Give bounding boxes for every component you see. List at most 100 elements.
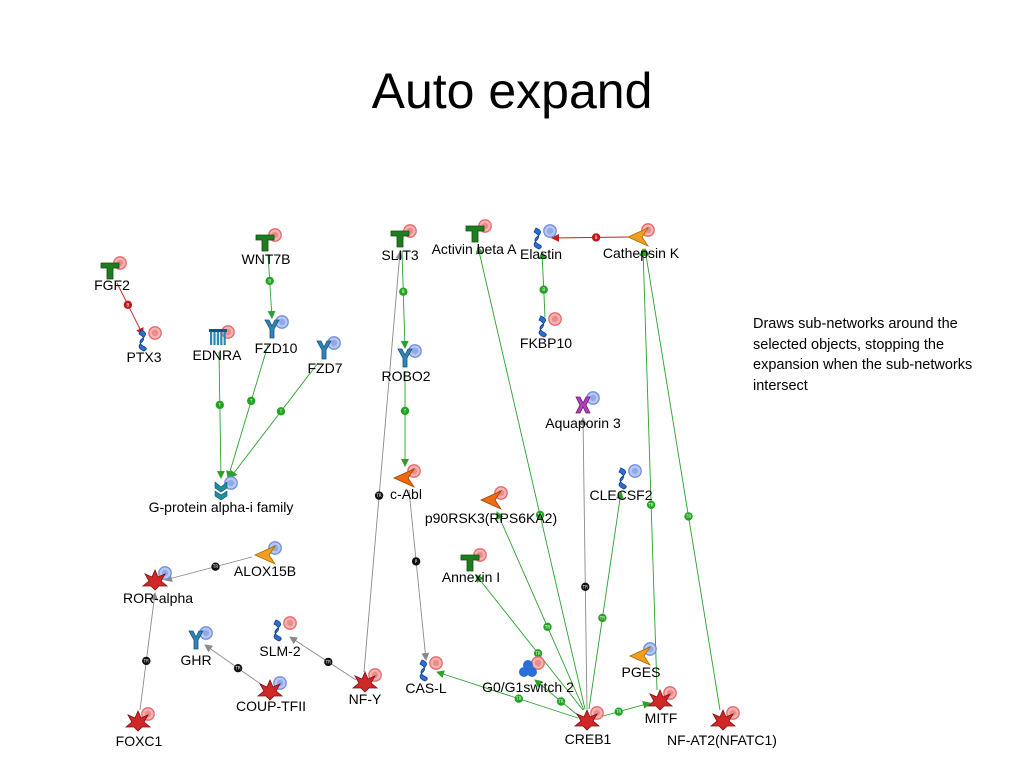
node-fkbp10[interactable]: FKBP10 <box>520 312 572 351</box>
edge-mechanism-label: TR <box>212 564 218 569</box>
node-label: Annexin I <box>442 569 500 585</box>
node-p90rsk[interactable]: p90RSK3(RPS6KA2) <box>425 486 557 526</box>
node-roralpha[interactable]: ROR-alpha <box>123 566 193 606</box>
node-label: c-Abl <box>390 486 422 502</box>
transcription-factor-icon <box>141 568 169 591</box>
node-annexin[interactable]: Annexin I <box>442 548 500 585</box>
receptor-icon <box>188 630 204 650</box>
node-alox15b[interactable]: ALOX15B <box>234 541 296 579</box>
edge-ednra-to-gprot[interactable]: T <box>215 351 225 479</box>
edge-mechanism-marker <box>374 491 384 500</box>
node-wnt7b[interactable]: WNT7B <box>242 228 291 267</box>
edge-mechanism-label: B <box>595 235 598 240</box>
node-ghr[interactable]: GHR <box>180 626 213 668</box>
node-label: NF-Y <box>349 691 382 707</box>
node-label: G0/G1switch 2 <box>482 679 574 695</box>
node-cathepsin[interactable]: Cathepsin K <box>603 223 680 261</box>
edge-creb1-to-activin[interactable]: TR <box>475 246 586 710</box>
edge-creb1-to-clecsf2[interactable]: TR <box>588 491 624 710</box>
edge-cathepsin-to-elastin[interactable]: B <box>551 233 629 242</box>
node-label: CAS-L <box>405 680 446 696</box>
node-casl[interactable]: CAS-L <box>405 656 447 696</box>
edge-creb1-to-annexin[interactable]: TR <box>475 574 584 711</box>
edge-mechanism-label: TR <box>582 584 588 589</box>
node-robo2[interactable]: ROBO2 <box>381 344 431 384</box>
edge-creb1-to-g0g1[interactable]: TR <box>534 679 581 718</box>
edge-mechanism-label: T <box>279 409 283 414</box>
edge-mechanism-label: TR <box>647 502 653 507</box>
node-fgf2[interactable]: FGF2 <box>94 256 130 293</box>
node-label: FZD7 <box>308 360 343 376</box>
node-label: SLIT3 <box>381 247 419 263</box>
node-elastin[interactable]: Elastin <box>520 224 562 262</box>
edge-fzd10-to-gprot[interactable]: T <box>226 344 269 479</box>
node-label: FZD10 <box>255 340 298 356</box>
node-label: Cathepsin K <box>603 245 680 261</box>
node-label: WNT7B <box>242 251 291 267</box>
edge-foxc1-to-roralpha[interactable]: TR <box>139 592 159 711</box>
edge-creb1-to-aquaporin[interactable]: TR <box>579 417 590 710</box>
node-label: Activin beta A <box>432 241 517 257</box>
edge-slit3-to-robo2[interactable]: B <box>399 250 409 349</box>
node-ednra[interactable]: EDNRA <box>192 325 242 363</box>
edge-nfat-to-cathepsin[interactable]: TR <box>642 248 721 711</box>
edge-mechanism-marker <box>614 707 623 716</box>
receptor-icon <box>316 340 332 360</box>
node-gprot[interactable]: G-protein alpha-i family <box>149 476 294 515</box>
edge-mechanism-marker <box>265 276 274 286</box>
node-label: CREB1 <box>565 731 612 747</box>
edge-mechanism-marker <box>535 510 545 520</box>
node-cabl[interactable]: c-Abl <box>390 464 422 502</box>
edge-couptfii-to-ghr[interactable]: TR <box>204 644 263 686</box>
node-ptx3[interactable]: PTX3 <box>126 326 162 365</box>
node-nfat[interactable]: NF-AT2(NFATC1) <box>667 706 777 748</box>
node-couptfii[interactable]: COUP-TFII <box>236 676 306 714</box>
edge-mechanism-marker <box>123 300 133 309</box>
ligand-icon <box>255 234 275 252</box>
edge-fgf2-to-ptx3[interactable]: B <box>116 282 144 336</box>
edge-mechanism-marker <box>276 407 286 416</box>
node-g0g1[interactable]: G0/G1switch 2 <box>482 656 574 695</box>
edge-robo2-to-cabl[interactable]: T <box>400 371 410 467</box>
node-label: ROBO2 <box>381 368 430 384</box>
node-slm2[interactable]: SLM-2 <box>259 616 301 659</box>
edge-mechanism-marker <box>539 285 548 294</box>
node-fzd7[interactable]: FZD7 <box>308 336 343 376</box>
edge-mechanism-marker <box>581 582 590 591</box>
node-fzd10[interactable]: FZD10 <box>255 315 298 356</box>
node-foxc1[interactable]: FOXC1 <box>116 707 163 749</box>
edge-mechanism-label: TR <box>615 709 621 714</box>
receptor-icon <box>397 348 413 368</box>
edge-creb1-to-mitf[interactable]: TR <box>595 701 651 719</box>
generic-protein-icon <box>419 659 428 682</box>
edge-nfy-to-slm2[interactable]: TR <box>289 636 357 681</box>
edge-fkbp10-to-elastin[interactable]: B <box>538 251 548 318</box>
transcription-factor-icon <box>709 708 737 731</box>
edge-creb1-to-casl[interactable]: TR <box>436 670 579 719</box>
node-nfy[interactable]: NF-Y <box>349 668 382 707</box>
edge-fzd7-to-gprot[interactable]: T <box>229 362 319 479</box>
node-slit3[interactable]: SLIT3 <box>381 224 419 263</box>
ligand-icon <box>390 230 410 248</box>
node-creb1[interactable]: CREB1 <box>565 706 612 747</box>
node-label: PTX3 <box>126 349 161 365</box>
edge-mitf-to-cathepsin[interactable]: TR <box>639 248 658 691</box>
node-label: FGF2 <box>94 277 130 293</box>
g-protein-icon <box>214 481 228 501</box>
node-activin[interactable]: Activin beta A <box>432 219 517 257</box>
node-pges[interactable]: PGES <box>622 642 661 680</box>
edge-wnt7b-to-fzd10[interactable]: B <box>265 253 276 319</box>
node-label: p90RSK3(RPS6KA2) <box>425 510 557 526</box>
edge-creb1-to-p90rsk[interactable]: TR <box>496 511 585 711</box>
edge-mechanism-marker <box>533 649 543 658</box>
edge-mechanism-label: T <box>249 398 253 403</box>
edge-alox15b-to-roralpha[interactable]: TR <box>164 556 253 583</box>
node-clecsf2[interactable]: CLECSF2 <box>589 464 653 503</box>
node-label: Aquaporin 3 <box>545 415 621 431</box>
node-aquaporin[interactable]: Aquaporin 3 <box>545 391 621 431</box>
node-mitf[interactable]: MITF <box>645 686 678 726</box>
edge-nfy-to-slit3[interactable]: TR <box>363 251 404 673</box>
edge-cabl-to-casl[interactable]: P <box>408 489 430 661</box>
transcription-factor-icon <box>124 709 152 732</box>
node-label: FOXC1 <box>116 733 163 749</box>
